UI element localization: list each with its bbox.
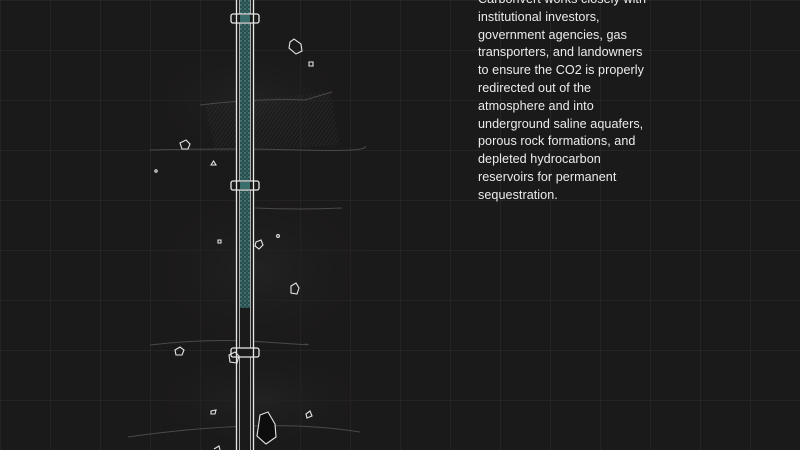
description-line: to ensure the CO2 is properly bbox=[478, 63, 644, 78]
rock-fragment-icon bbox=[174, 346, 185, 356]
rock-fragment-icon bbox=[210, 159, 217, 166]
description-line: underground saline aquafers, bbox=[478, 116, 644, 131]
description-line: Carbonvert works closely with bbox=[478, 0, 678, 9]
strata-lines bbox=[127, 91, 366, 438]
description-line: government agencies, gas bbox=[478, 27, 627, 42]
rock-fragment-icon bbox=[228, 351, 240, 364]
rock-fragment-icon bbox=[288, 38, 303, 55]
injection-well-pipe-icon bbox=[235, 0, 255, 450]
rock-shade-bottom bbox=[140, 350, 380, 450]
rock-fragment-icon bbox=[154, 169, 158, 173]
description-line: institutional investors, bbox=[478, 9, 600, 24]
rock-fragment-icon bbox=[308, 61, 314, 67]
description-line: atmosphere and into bbox=[478, 98, 594, 113]
pipe-collar-middle bbox=[230, 180, 260, 191]
rock-fragment-icon bbox=[217, 239, 222, 244]
pipe-collars bbox=[230, 13, 260, 358]
rock-fragment-icon bbox=[290, 282, 300, 295]
rock-fragment-icon bbox=[210, 409, 217, 415]
rock-fragment-icon bbox=[276, 234, 280, 238]
description-line: depleted hydrocarbon bbox=[478, 152, 601, 167]
description-line: porous rock formations, and bbox=[478, 134, 636, 149]
description-line: sequestration. bbox=[478, 187, 558, 202]
rock-fragment-icon bbox=[256, 411, 277, 445]
rock-fragment-icon bbox=[305, 410, 313, 419]
rock-fragment-icon bbox=[254, 239, 264, 250]
rock-fragment-icon bbox=[213, 445, 221, 450]
description-line: transporters, and landowners bbox=[478, 45, 643, 60]
description-line: reservoirs for permanent bbox=[478, 169, 617, 184]
description-line: redirected out of the bbox=[478, 80, 592, 95]
co2-column bbox=[240, 0, 250, 308]
rock-fragment-icons bbox=[154, 38, 314, 450]
carbonvert-description: Carbonvert works closely with institutio… bbox=[478, 0, 678, 205]
pipe-collar-top bbox=[230, 13, 260, 24]
rock-shade-mid bbox=[140, 180, 380, 360]
rock-fragment-icon bbox=[179, 139, 191, 150]
